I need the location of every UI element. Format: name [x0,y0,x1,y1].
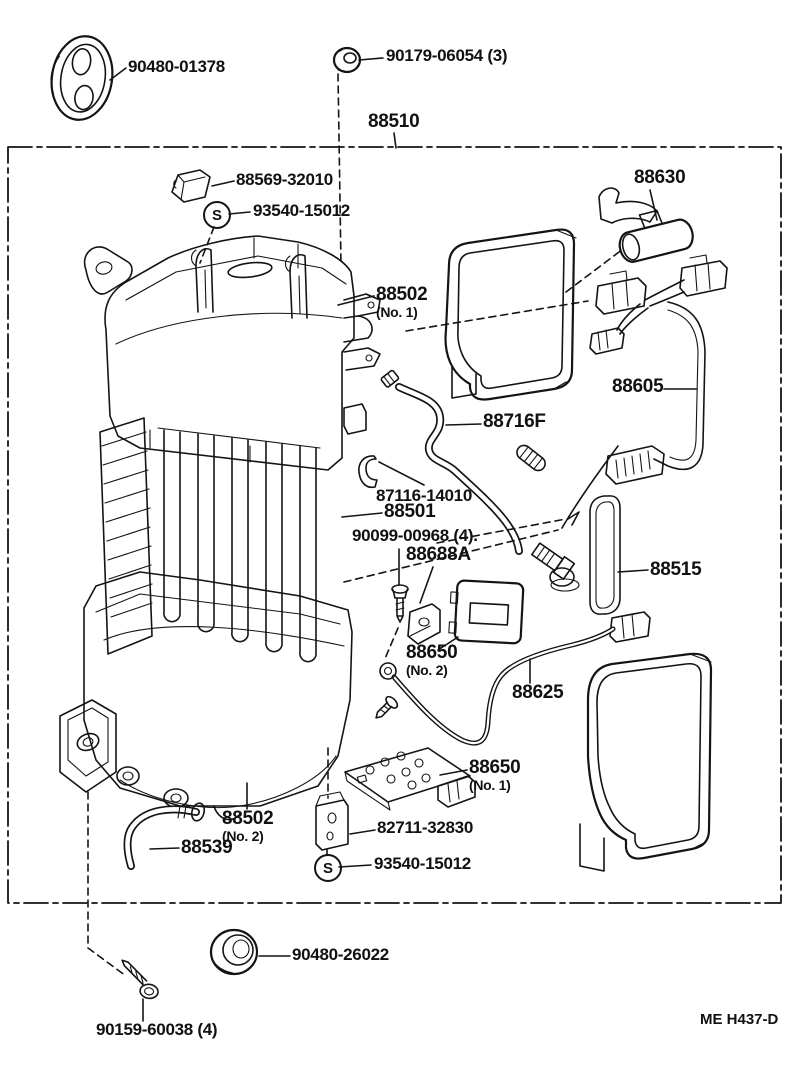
part-label-nut[interactable]: 90179-06054 (3) [386,46,508,65]
suction-pipe-drawing [380,369,523,555]
nut-drawing [332,46,362,74]
part-label-amplifier-no2-note: (No. 2) [406,661,448,678]
wiring-harness-drawing [589,254,728,485]
thermistor-drawing [516,444,651,643]
lead-wire-drawing [375,626,616,746]
part-label-clip[interactable]: 87116-14010 [376,486,472,505]
part-label-bracket-lower[interactable]: 82711-32830 [377,818,473,837]
part-label-amplifier-no1-note: (No. 1) [469,776,511,793]
bracket-lower-drawing [315,791,349,851]
standard-part-symbol-upper: S [203,201,231,229]
evaporator-core-drawing [99,417,321,663]
part-label-lead-wire[interactable]: 88625 [512,682,564,703]
part-label-amplifier-no1[interactable]: 88650 (No. 1) [469,757,521,793]
assembly-label-88510[interactable]: 88510 [368,111,420,132]
leader-lines [109,57,698,1022]
tapping-screw-drawing [121,959,159,1000]
part-label-bracket-upper[interactable]: 88569-32010 [236,170,333,189]
bracket-upper-drawing [171,169,211,203]
figure-code: ME H437-D [700,1011,779,1028]
blower-resistor-drawing [598,187,694,263]
grommet-cover-drawing [50,35,114,121]
part-label-unit-case-no1[interactable]: 88502 (No. 1) [376,284,428,320]
part-label-screw-set[interactable]: 90099-00968 (4). [352,526,478,545]
part-label-blower-resistor[interactable]: 88630 [634,167,686,188]
clip-drawing [358,455,378,489]
amplifier-no2-drawing [448,579,525,645]
amplifier-bracket-drawing [407,603,441,645]
part-label-screw-upper[interactable]: 93540-15012 [253,201,350,220]
standard-part-symbol-lower: S [314,854,342,882]
cooling-unit-upper-case-drawing [83,235,381,471]
part-label-unit-case-no2[interactable]: 88502 (No. 2) [222,808,274,844]
seal-loop-lower-drawing [579,652,713,872]
seal-loop-upper-drawing [444,228,577,401]
part-label-amplifier-no2[interactable]: 88650 (No. 2) [406,642,458,678]
part-label-grommet-round[interactable]: 90480-26022 [292,945,389,964]
part-label-suction-pipe[interactable]: 88716F [483,411,546,432]
part-label-amplifier-bracket[interactable]: 88688A [406,544,471,565]
part-label-wiring-harness[interactable]: 88605 [612,376,664,397]
cooling-unit-lower-case-drawing [59,571,353,821]
part-label-drain-hose[interactable]: 88539 [181,837,233,858]
part-label-grommet-cover[interactable]: 90480-01378 [128,57,225,76]
screw-set-drawing [391,584,409,623]
drain-hose-drawing [123,802,206,870]
grommet-round-drawing [209,928,259,976]
amplifier-no1-drawing [344,747,476,811]
part-label-thermistor[interactable]: 88515 [650,559,702,580]
part-label-unit-case-no1-note: (No. 1) [376,303,418,320]
part-label-unit-case-no2-note: (No. 2) [222,827,264,844]
figure-frame [7,146,782,904]
part-label-screw-lower[interactable]: 93540-15012 [374,854,471,873]
dashed-reference-lines [87,73,624,977]
part-label-tapping-screw[interactable]: 90159-60038 (4) [96,1020,218,1039]
part-label-evaporator[interactable]: 88501 [384,501,436,522]
